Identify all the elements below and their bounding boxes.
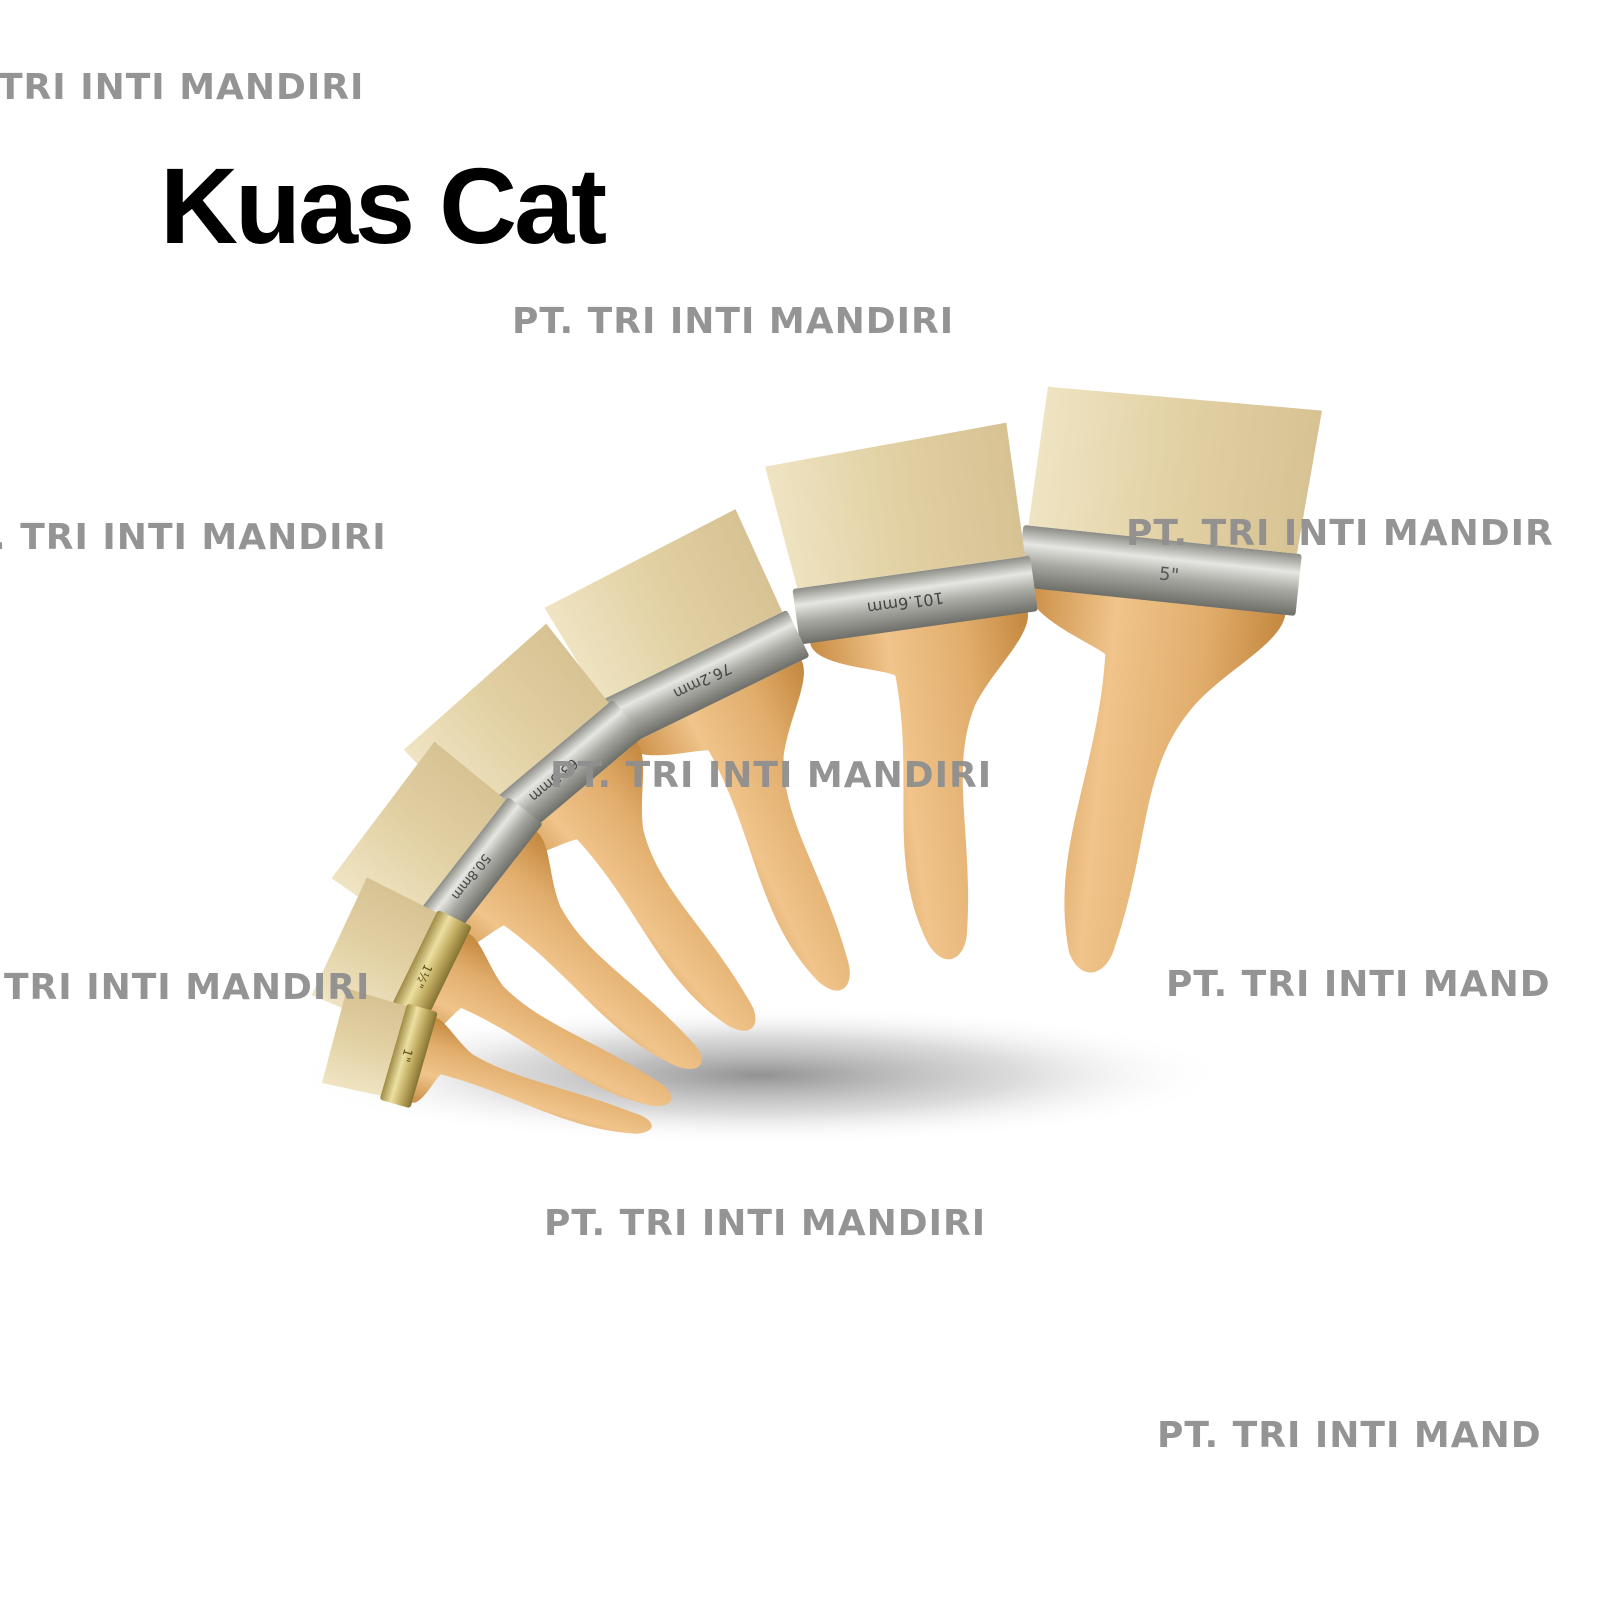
watermark-text: PT. TRI INTI MANDIR: [1126, 513, 1554, 554]
watermark-text: PT. TRI INTI MANDIRI: [544, 1203, 987, 1244]
watermark-text: TRI INTI MANDIRI: [0, 67, 365, 108]
watermark-text: PT. TRI INTI MAND: [1166, 964, 1551, 1005]
brush-101mm: 101.6mm: [765, 422, 1038, 960]
watermark-text: PT. TRI INTI MAND: [1157, 1415, 1542, 1456]
brush-1-inch: 1": [321, 988, 652, 1134]
brush-76mm: 76.2mm: [544, 509, 850, 991]
watermark-text: . TRI INTI MANDIRI: [0, 517, 387, 558]
brush-size-label: 5": [1158, 563, 1180, 586]
watermark-text: PT. TRI INTI MANDIRI: [512, 301, 955, 342]
watermark-text: PT. TRI INTI MANDIRI: [550, 755, 993, 796]
watermark-text: TRI INTI MANDIRI: [4, 967, 371, 1008]
product-title: Kuas Cat: [160, 145, 607, 266]
brush-size-label: 1": [398, 1047, 415, 1064]
brush-5-inch: 5": [1017, 386, 1322, 973]
